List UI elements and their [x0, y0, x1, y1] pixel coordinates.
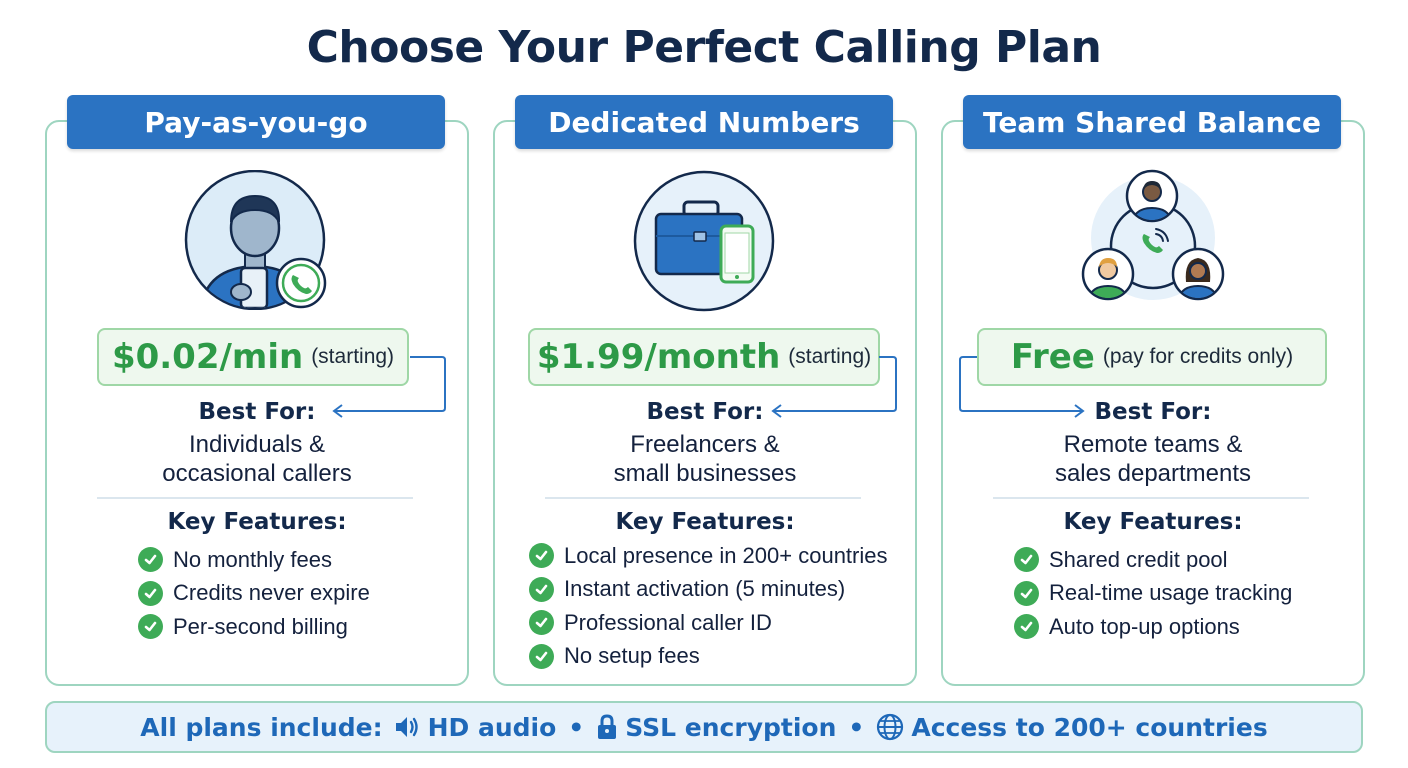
banner-separator: •: [848, 712, 865, 742]
best-for-label: Best For:: [646, 399, 764, 425]
best-for-line: Freelancers &: [630, 431, 780, 458]
price-box-pay-as-you-go: $0.02/min (starting): [97, 328, 409, 386]
divider: [545, 497, 861, 499]
price-box-team-shared-balance: Free (pay for credits only): [977, 328, 1327, 386]
feature-item: Real-time usage tracking: [1014, 577, 1292, 611]
best-for-line: Individuals &: [188, 431, 326, 458]
divider: [97, 497, 413, 499]
best-for-line: sales departments: [1054, 460, 1252, 487]
person-phone-icon: [183, 169, 333, 311]
best-for-text: Individuals & occasional callers: [45, 430, 469, 488]
feature-item: Instant activation (5 minutes): [529, 573, 888, 607]
feature-item: Local presence in 200+ countries: [529, 539, 888, 573]
feature-text: Local presence in 200+ countries: [564, 542, 888, 568]
banner-label: All plans include:: [140, 712, 383, 742]
feature-text: Per-second billing: [173, 613, 348, 639]
feature-text: No monthly fees: [173, 546, 332, 572]
feature-text: Real-time usage tracking: [1049, 580, 1293, 606]
connector-arrow: [959, 356, 1085, 418]
check-icon: [1014, 580, 1039, 606]
key-features-label: Key Features:: [1063, 509, 1243, 535]
check-icon: [529, 643, 554, 669]
feature-item: Auto top-up options: [1014, 610, 1292, 644]
feature-text: Instant activation (5 minutes): [564, 576, 846, 602]
key-features-label: Key Features:: [167, 509, 347, 535]
best-for-text: Freelancers & small businesses: [493, 430, 917, 488]
lock-icon: [596, 714, 618, 740]
check-icon: [1014, 547, 1039, 573]
plan-header-dedicated-numbers: Dedicated Numbers: [515, 95, 893, 149]
speaker-icon: [393, 714, 421, 740]
best-for-label: Best For:: [1094, 399, 1212, 425]
banner-separator: •: [568, 712, 585, 742]
best-for-label: Best For:: [198, 399, 316, 425]
check-icon: [1014, 614, 1039, 640]
feature-item: Per-second billing: [138, 610, 370, 644]
all-plans-banner: All plans include: HD audio • SSL encryp…: [45, 701, 1363, 753]
price-qualifier: (starting): [788, 345, 872, 368]
price-value: Free: [1010, 337, 1095, 377]
key-features-label: Key Features:: [615, 509, 795, 535]
feature-text: Auto top-up options: [1049, 613, 1240, 639]
price-value: $1.99/month: [536, 337, 781, 377]
connector-arrow: [771, 356, 897, 418]
plan-header-pay-as-you-go: Pay-as-you-go: [67, 95, 445, 149]
price-qualifier: (starting): [311, 345, 395, 368]
globe-icon: [876, 713, 904, 741]
feature-item: Professional caller ID: [529, 606, 888, 640]
best-for-text: Remote teams & sales departments: [941, 430, 1365, 488]
feature-text: Shared credit pool: [1049, 546, 1228, 572]
divider: [993, 497, 1309, 499]
feature-list: No monthly fees Credits never expire Per…: [138, 543, 370, 644]
plan-header-team-shared-balance: Team Shared Balance: [963, 95, 1341, 149]
feature-text: Professional caller ID: [564, 609, 772, 635]
best-for-line: occasional callers: [162, 460, 352, 487]
check-icon: [138, 547, 163, 573]
banner-item-countries: Access to 200+ countries: [911, 712, 1268, 742]
best-for-line: small businesses: [613, 460, 797, 487]
feature-list: Local presence in 200+ countries Instant…: [529, 539, 888, 673]
banner-item-ssl: SSL encryption: [625, 712, 837, 742]
feature-item: Credits never expire: [138, 577, 370, 611]
check-icon: [529, 576, 554, 602]
feature-text: Credits never expire: [173, 580, 370, 606]
feature-item: No setup fees: [529, 640, 888, 674]
feature-item: No monthly fees: [138, 543, 370, 577]
check-icon: [529, 610, 554, 636]
price-value: $0.02/min: [111, 337, 304, 377]
page-title: Choose Your Perfect Calling Plan: [306, 22, 1102, 73]
price-qualifier: (pay for credits only): [1102, 345, 1294, 368]
connector-arrow: [332, 356, 446, 418]
feature-list: Shared credit pool Real-time usage track…: [1014, 543, 1292, 644]
feature-item: Shared credit pool: [1014, 543, 1292, 577]
check-icon: [138, 580, 163, 606]
price-box-dedicated-numbers: $1.99/month (starting): [528, 328, 880, 386]
briefcase-phone-icon: [632, 170, 776, 314]
check-icon: [138, 614, 163, 640]
plan-card-team-shared-balance: [941, 120, 1365, 686]
best-for-line: Remote teams &: [1063, 431, 1243, 458]
feature-text: No setup fees: [564, 643, 700, 669]
team-network-icon: [1080, 168, 1226, 302]
check-icon: [529, 543, 554, 569]
banner-item-hd-audio: HD audio: [427, 712, 557, 742]
